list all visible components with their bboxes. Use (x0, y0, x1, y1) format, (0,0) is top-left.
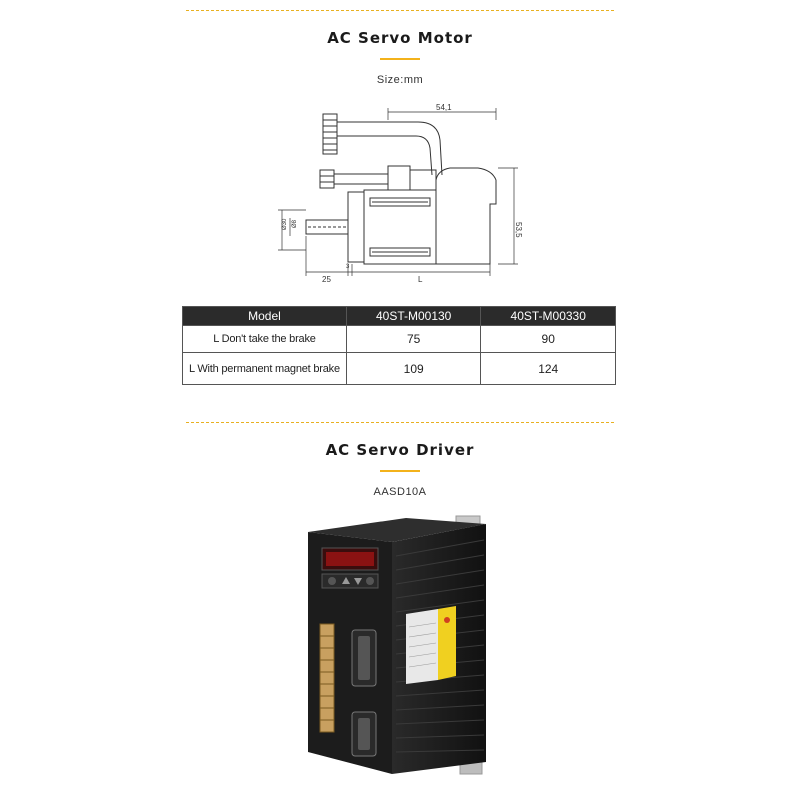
warning-icon (444, 617, 450, 623)
driver-section-title: AC Servo Driver (325, 441, 475, 459)
table-row: L With permanent magnet brake 109 124 (182, 352, 616, 385)
dim-body-length: L (418, 275, 423, 284)
table-cell: 75 (345, 325, 482, 353)
motor-body (363, 189, 437, 265)
spec-table: Model 40ST-M00130 40ST-M00330 L Don't ta… (182, 306, 616, 385)
up-arrow-icon (342, 577, 350, 584)
motor-dimension-drawing: 54,1 53,5 25 3 L Ø30 Ø8 (278, 103, 523, 284)
dim-height: 53,5 (514, 222, 523, 238)
table-cell: 90 (480, 325, 616, 353)
terminal-block (319, 623, 335, 733)
motor-section-title: AC Servo Motor (327, 29, 473, 47)
motor-flange (347, 191, 365, 263)
row-label: L With permanent magnet brake (182, 352, 347, 385)
dim-top-width: 54,1 (436, 103, 452, 112)
encoder-connector (322, 113, 338, 155)
dim-shaft-length: 25 (322, 275, 331, 284)
mode-button-icon (328, 577, 336, 585)
header-model: Model (182, 306, 347, 326)
down-arrow-icon (354, 578, 362, 585)
header-model-1: 40ST-M00130 (345, 306, 482, 326)
driver-title-underline (380, 470, 420, 472)
driver-label-sticker (406, 609, 438, 684)
encoder-housing (435, 167, 497, 265)
middle-divider (186, 422, 614, 423)
motor-title-underline (380, 58, 420, 60)
size-label: Size:mm (376, 74, 424, 86)
table-header-row: Model 40ST-M00130 40ST-M00330 (182, 306, 616, 326)
motor-shaft (305, 219, 349, 235)
table-row: L Don't take the brake 75 90 (182, 325, 616, 353)
dim-shaft-dia-2: Ø8 (292, 219, 298, 228)
power-connector (319, 169, 335, 189)
set-button-icon (366, 577, 374, 585)
top-divider (186, 10, 614, 11)
servo-driver-image (308, 515, 486, 775)
row-label: L Don't take the brake (182, 325, 347, 353)
header-model-2: 40ST-M00330 (480, 306, 616, 326)
dim-shaft-dia: Ø30 (282, 218, 288, 230)
table-cell: 124 (480, 352, 616, 385)
table-cell: 109 (345, 352, 482, 385)
driver-model-label: AASD10A (373, 486, 427, 498)
dim-flange-gap: 3 (346, 264, 350, 270)
